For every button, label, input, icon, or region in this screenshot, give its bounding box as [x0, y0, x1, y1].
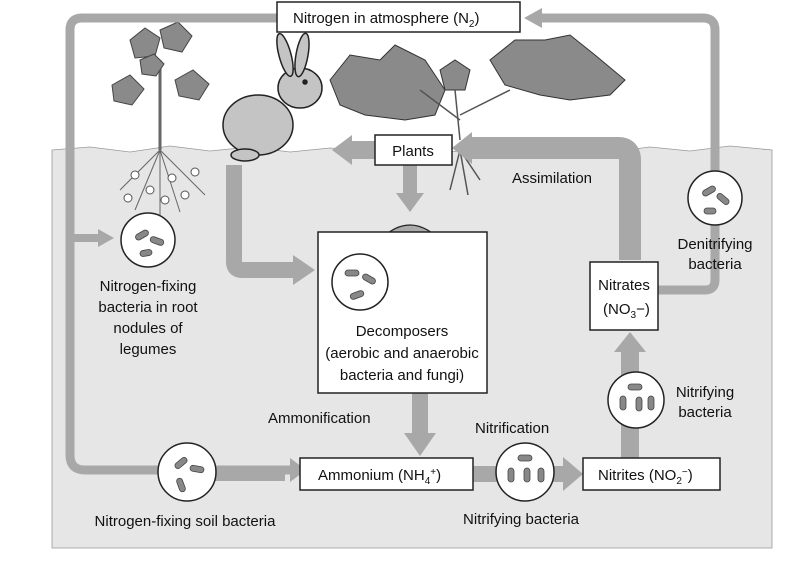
- ammonification-label: Ammonification: [268, 410, 371, 427]
- svg-text:Ammonium (NH4+): Ammonium (NH4+): [318, 467, 441, 487]
- nitrifying-bacteria-lower-icon: [495, 442, 555, 502]
- rabbit: [222, 32, 323, 162]
- plant: [329, 34, 626, 196]
- nitrites-box: Nitrites (NO2−): [582, 457, 721, 491]
- legume-plant: [111, 21, 210, 215]
- plants-box: Plants: [374, 134, 453, 166]
- svg-text:Plants: Plants: [392, 143, 434, 160]
- assimilation-label: Assimilation: [512, 170, 592, 187]
- svg-text:(NO3−): (NO3−): [603, 301, 650, 321]
- svg-text:Denitrifying: Denitrifying: [677, 236, 752, 253]
- svg-text:(aerobic and anaerobic: (aerobic and anaerobic: [325, 345, 479, 362]
- denitrifying-bacteria-icon: [687, 170, 743, 226]
- svg-text:nodules of: nodules of: [113, 320, 183, 337]
- svg-text:Nitrites (NO2−): Nitrites (NO2−): [598, 467, 693, 487]
- svg-text:Nitrogen in atmosphere (N2): Nitrogen in atmosphere (N2): [293, 10, 479, 30]
- nitrates-box: Nitrates (NO3−): [589, 261, 659, 331]
- svg-text:bacteria: bacteria: [688, 256, 742, 273]
- atmosphere-box: Nitrogen in atmosphere (N2): [276, 1, 521, 33]
- svg-text:bacteria and fungi): bacteria and fungi): [340, 367, 464, 384]
- bacteria-icons: [120, 170, 743, 502]
- svg-text:bacteria: bacteria: [678, 404, 732, 421]
- svg-text:Nitrates: Nitrates: [598, 277, 650, 294]
- soil-bacteria-label: Nitrogen-fixing soil bacteria: [95, 513, 277, 530]
- decomposers-box: Decomposers (aerobic and anaerobic bacte…: [317, 231, 488, 394]
- nitrification-label: Nitrification: [475, 420, 549, 437]
- nitrifying-upper-label: Nitrifying bacteria: [676, 384, 734, 421]
- svg-text:Decomposers: Decomposers: [356, 323, 449, 340]
- nodule-bacteria-icon: [120, 212, 176, 268]
- soil-bacteria-icon: [157, 442, 217, 502]
- svg-text:Nitrifying: Nitrifying: [676, 384, 734, 401]
- ammonium-box: Ammonium (NH4+): [299, 457, 474, 491]
- svg-text:legumes: legumes: [120, 341, 177, 358]
- decomposer-bacteria-icon: [331, 253, 389, 311]
- nodules-label: Nitrogen-fixing bacteria in root nodules…: [98, 278, 198, 358]
- svg-text:Nitrogen-fixing: Nitrogen-fixing: [100, 278, 197, 295]
- nitrifying-bacteria-upper-icon: [607, 371, 665, 429]
- denitrifying-label: Denitrifying bacteria: [677, 236, 752, 273]
- arrows: [65, 8, 720, 491]
- svg-text:bacteria in root: bacteria in root: [98, 299, 198, 316]
- nitrifying-lower-label: Nitrifying bacteria: [463, 511, 580, 528]
